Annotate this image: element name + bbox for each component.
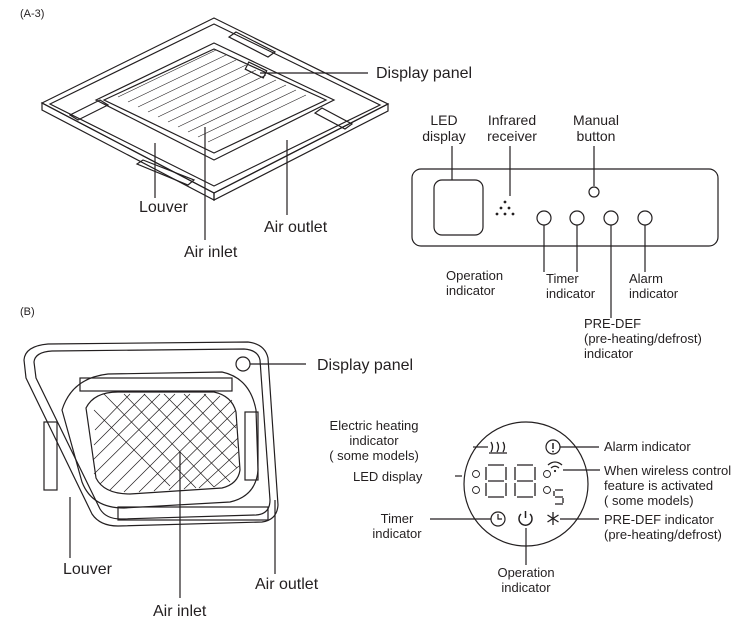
timer-indicator-led [569,210,585,226]
operation-indicator-b-line2: indicator [501,580,551,595]
manual-button-label-line2: button [576,128,616,144]
electric-heating-label-line1: Electric heating [329,418,419,433]
timer-indicator-label-line1: Timer [546,271,579,286]
display-panel-label-a: Display panel [376,65,473,82]
timer-icon [490,511,506,527]
air-inlet-label-a: Air inlet [184,244,238,261]
alarm-icon [545,439,561,455]
wireless-icon [547,461,563,473]
infrared-receiver-label-line1: Infrared [487,112,537,128]
pre-def-label-line3: indicator [584,346,634,361]
alarm-indicator-label-line2: indicator [629,286,679,301]
pre-def-b-line2: (pre-heating/defrost) [604,527,722,542]
electric-heating-label: Electric heating indicator ( some models… [318,418,430,463]
infrared-receiver-label: Infrared receiver [480,112,544,144]
alarm-indicator-led [637,210,653,226]
wireless-indicator-line1: When wireless control [604,463,732,478]
infrared-receiver-dots [495,200,515,216]
operation-indicator-label-a: Operation indicator [446,268,503,298]
air-outlet-label-b: Air outlet [255,576,319,593]
power-icon [518,511,533,526]
alarm-indicator-label-b: Alarm indicator [604,439,691,454]
air-outlet-label-a: Air outlet [264,219,328,236]
operation-indicator-label-line2: indicator [446,283,496,298]
pre-def-label-line1: PRE-DEF [584,316,642,331]
led-left-dot-upper [472,470,480,478]
pre-def-b-line1: PRE-DEF indicator [604,512,714,527]
wireless-indicator-line3: ( some models) [604,493,694,508]
operation-indicator-b-line1: Operation [497,565,555,580]
manual-button-label: Manual button [566,112,626,144]
manual-button-label-line1: Manual [573,112,619,128]
cassette-unit-b [23,341,279,527]
led-display-label-line2: display [422,128,466,144]
electric-heating-icon [489,441,507,454]
pre-def-indicator-label-a: PRE-DEF (pre-heating/defrost) indicator [584,316,702,361]
timer-indicator-label-line2: indicator [546,286,596,301]
led-display-label-a: LED display [415,112,473,144]
manual-button [588,186,600,198]
pre-def-indicator-led [603,210,619,226]
section-a-tag: (A-3) [20,8,45,20]
cassette-unit-a [40,17,390,201]
pre-def-label-line2: (pre-heating/defrost) [584,331,702,346]
louver-label-a: Louver [139,199,188,216]
timer-indicator-label-b: Timer indicator [364,511,430,541]
operation-indicator-label-line1: Operation [446,268,504,283]
timer-indicator-b-line1: Timer [380,511,414,526]
led-display-label-line1: LED [430,112,458,128]
snowflake-icon [547,512,559,525]
pre-def-indicator-label-b: PRE-DEF indicator (pre-heating/defrost) [604,512,722,542]
led-display-label-b: LED display [353,469,423,484]
air-inlet-label-b: Air inlet [153,603,207,620]
louver-label-b: Louver [63,561,112,578]
wireless-indicator-line2: feature is activated [604,478,714,493]
electric-heating-label-line2: indicator [349,433,399,448]
led-display-window [433,179,484,236]
section-b-tag: (B) [20,306,35,318]
operation-indicator-led [536,210,552,226]
air-inlet-grille-b [92,393,240,493]
led-left-dot-lower [472,486,480,494]
led-seven-segment-display [485,464,564,505]
led-right-dot-upper [543,470,551,478]
operation-indicator-label-b: Operation indicator [490,565,562,595]
led-right-dot-lower [543,486,551,494]
infrared-receiver-label-line2: receiver [487,128,537,144]
timer-indicator-b-line2: indicator [372,526,422,541]
alarm-indicator-label-line1: Alarm [629,271,663,286]
timer-indicator-label-a: Timer indicator [546,271,595,301]
display-panel-label-b: Display panel [317,357,414,374]
electric-heating-label-line3: ( some models) [329,448,419,463]
display-panel-a [411,168,719,247]
alarm-indicator-label-a: Alarm indicator [629,271,678,301]
wireless-indicator-label: When wireless control feature is activat… [604,463,731,508]
display-panel-b [463,421,589,547]
